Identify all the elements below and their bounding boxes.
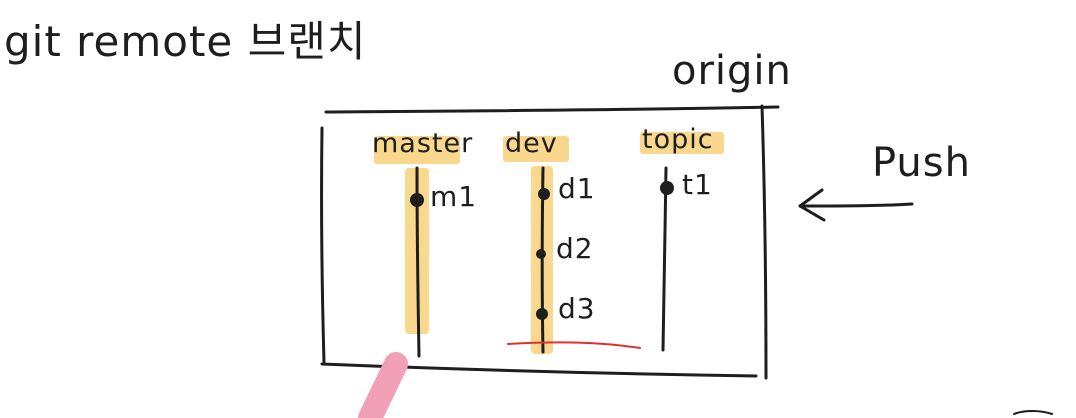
commit-dot-t1 — [660, 181, 674, 195]
remote-name-label: origin — [672, 48, 792, 94]
master-label-highlight — [374, 136, 460, 164]
commit-label-m1: m1 — [430, 180, 478, 213]
dev-red-underline — [507, 341, 641, 349]
commit-label-d2: d2 — [556, 232, 594, 265]
commit-dot-m1 — [410, 193, 424, 207]
topic-branch-line — [661, 166, 668, 352]
push-arrow-icon — [798, 188, 914, 222]
commit-label-d3: d3 — [558, 292, 596, 325]
commit-label-d1: d1 — [558, 172, 596, 205]
branch-label-dev: dev — [505, 128, 558, 159]
dev-label-highlight — [503, 136, 569, 162]
commit-dot-d3 — [536, 308, 548, 320]
commit-dot-d2 — [536, 249, 546, 259]
page-title: git remote 브랜치 — [4, 17, 367, 66]
commit-label-t1: t1 — [682, 168, 713, 201]
commit-dot-d1 — [538, 188, 550, 200]
master-branch-line — [415, 166, 421, 358]
pen-cursor-icon — [358, 352, 408, 418]
branch-label-master: master — [372, 128, 474, 159]
topic-label-highlight — [640, 132, 724, 154]
push-label: Push — [872, 140, 971, 186]
branch-label-topic: topic — [642, 124, 714, 155]
edge-scribble — [1013, 410, 1053, 415]
